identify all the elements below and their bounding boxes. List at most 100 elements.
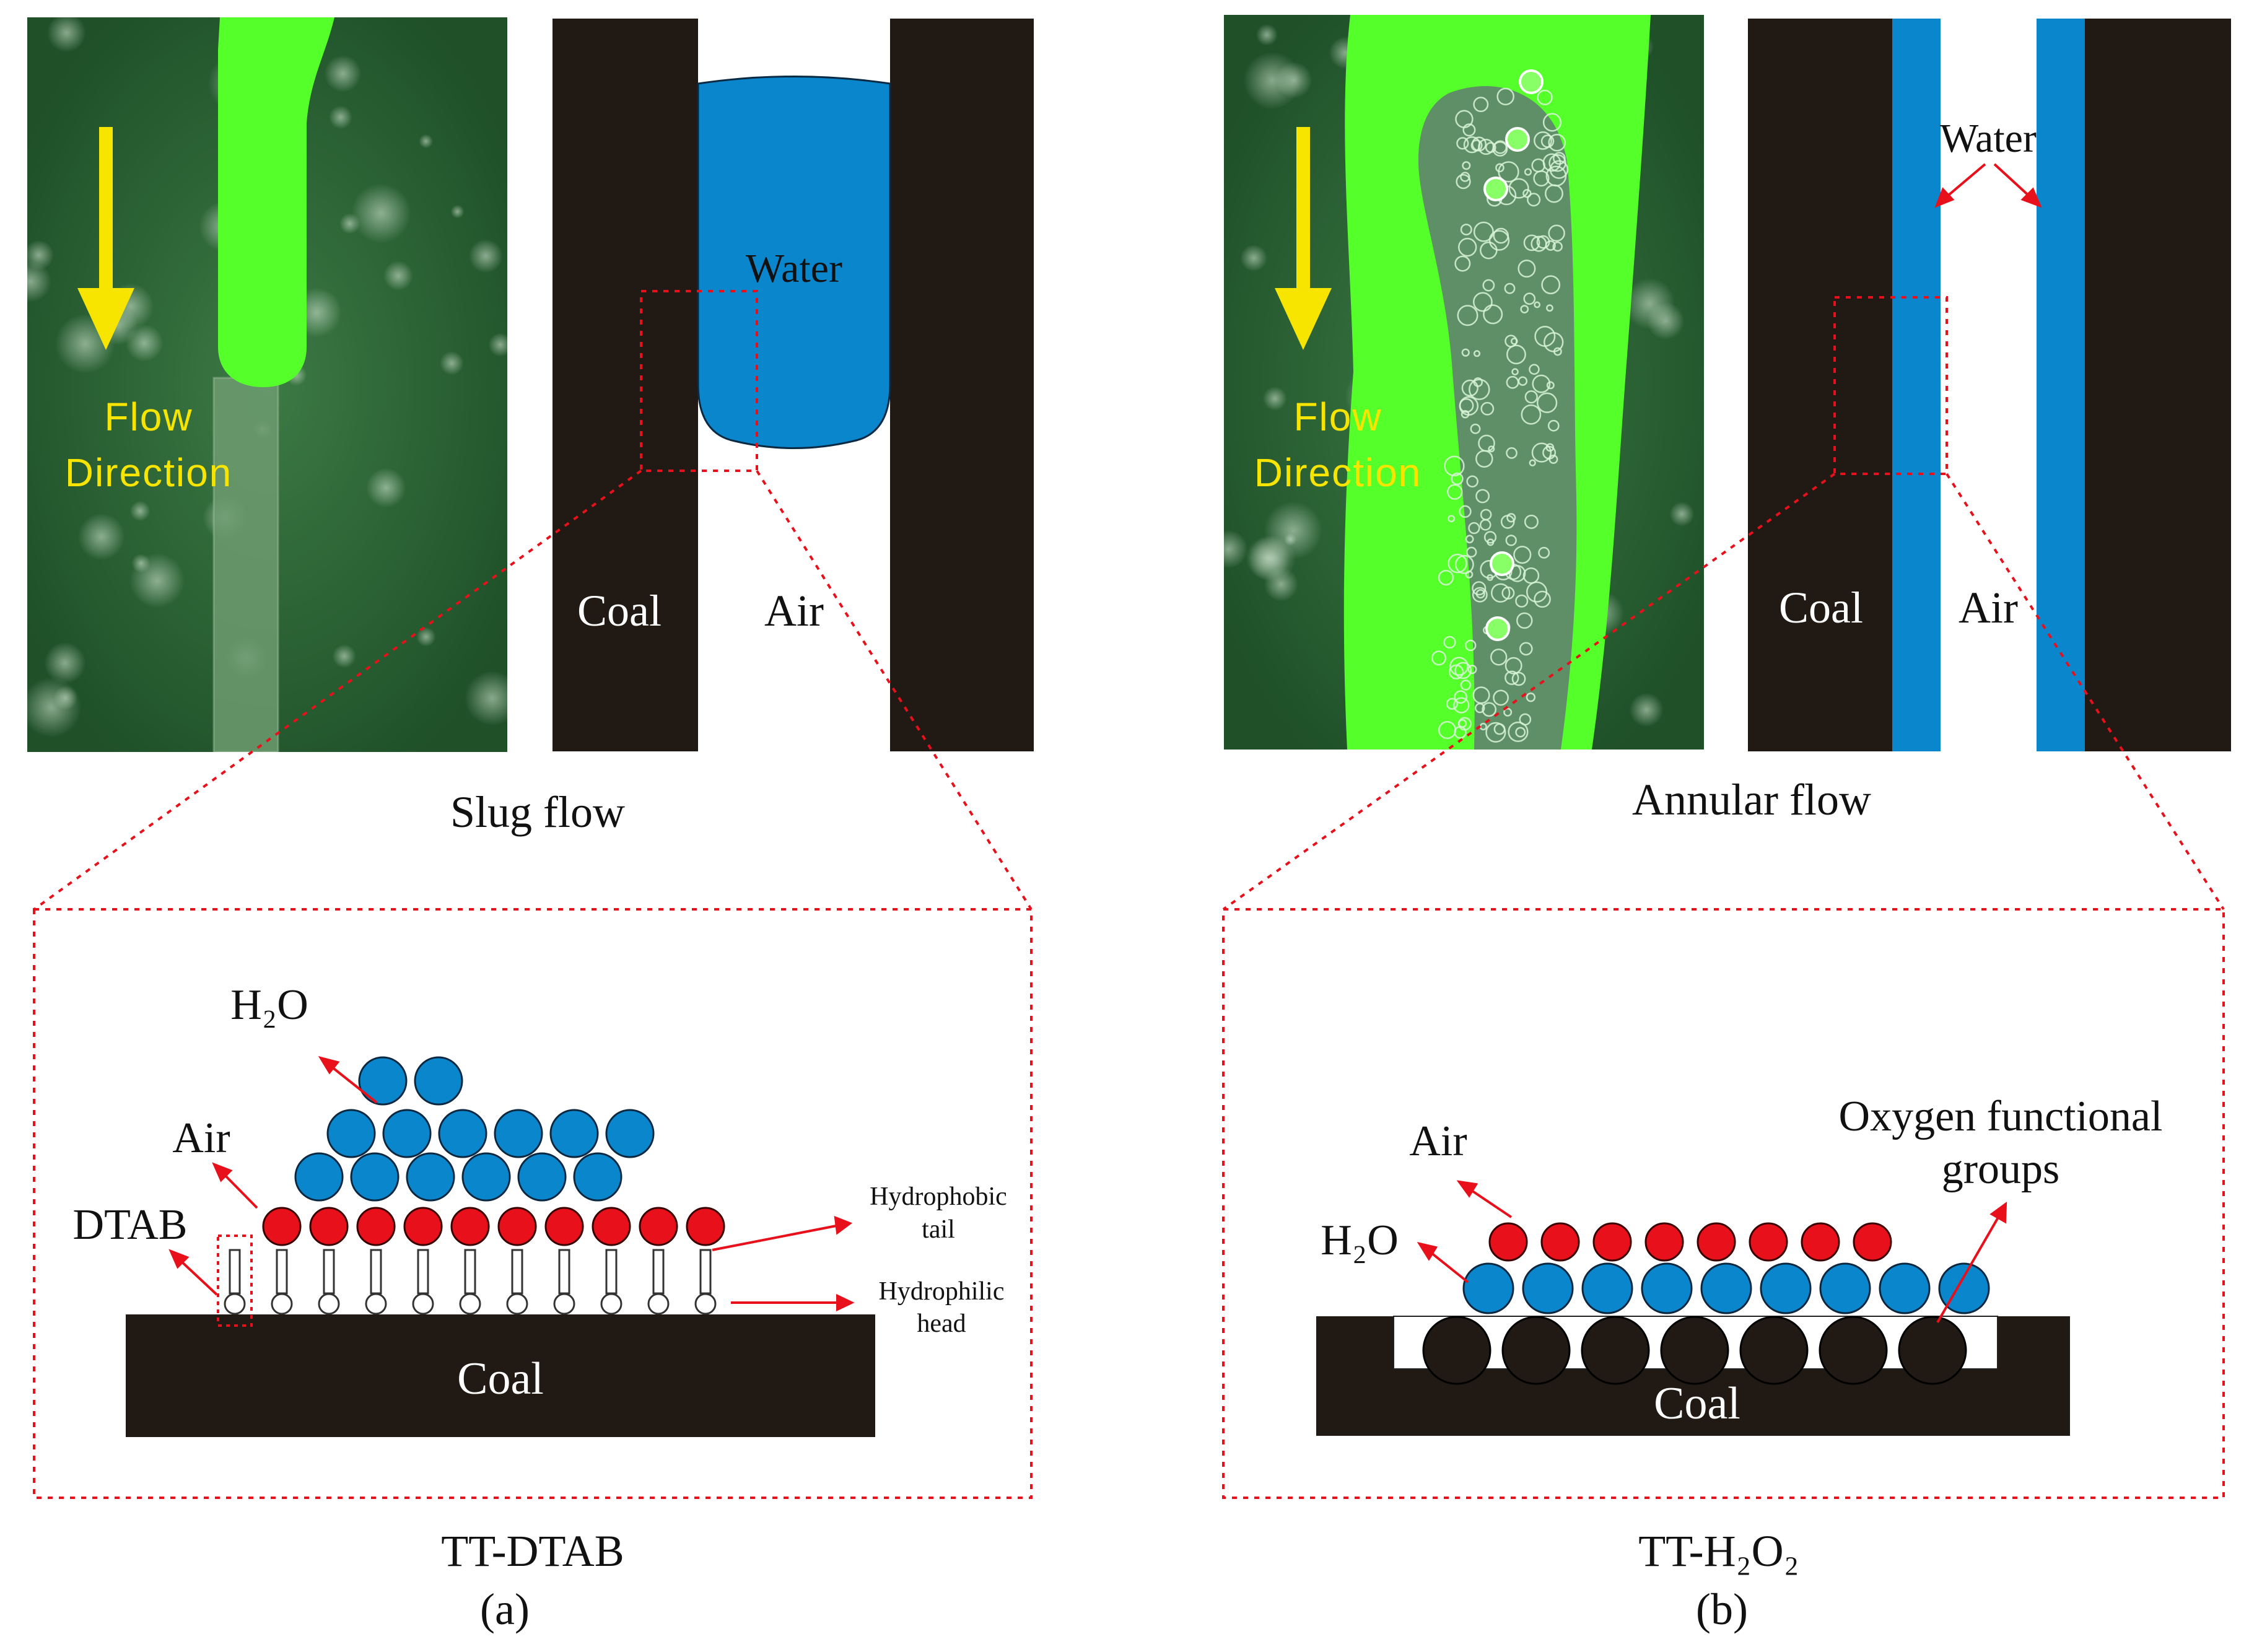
air-molecule: [356, 1207, 396, 1246]
bubble: [1474, 702, 1485, 714]
hydrophilic-label-line2: head: [917, 1309, 966, 1338]
bubble: [1449, 664, 1464, 680]
bubble: [1480, 401, 1495, 416]
bubble: [1510, 338, 1518, 345]
bubble: [1541, 275, 1561, 295]
bubble: [1523, 234, 1540, 251]
texture-spot: [53, 685, 78, 710]
texture-spot: [351, 183, 411, 243]
bubble: [1475, 489, 1490, 504]
water-molecule: [573, 1152, 622, 1202]
bubble: [1475, 450, 1493, 468]
air-molecule: [544, 1207, 584, 1246]
hydrophobic-label-line1: Hydrophobic: [870, 1182, 1007, 1211]
bubble: [1506, 375, 1519, 389]
bubble: [1545, 165, 1567, 187]
water-molecule: [1641, 1262, 1693, 1314]
hydrophobic-tail: [464, 1249, 476, 1295]
bubble: [1493, 689, 1509, 706]
bubble: [1519, 642, 1533, 656]
air-molecule: [403, 1207, 443, 1246]
bubble: [1483, 304, 1503, 325]
water-arrows: [1934, 163, 2042, 208]
bubble: [1446, 484, 1463, 500]
texture-spot: [1264, 567, 1299, 602]
air-molecule: [686, 1207, 725, 1246]
bubble: [1465, 535, 1474, 544]
flow-label-line2: Direction: [65, 450, 233, 495]
bubble: [1534, 590, 1551, 608]
water-molecule: [326, 1109, 376, 1158]
water-molecule: [358, 1056, 408, 1106]
air-molecule: [1801, 1222, 1840, 1262]
slug-flow-caption: Slug flow: [450, 787, 625, 837]
hydrophobic-tail: [605, 1249, 618, 1295]
water-molecule: [517, 1152, 567, 1202]
oxygen-functional-groups: [1422, 1316, 1967, 1385]
water-molecule: [1760, 1262, 1812, 1314]
bubble: [1473, 350, 1481, 357]
hydrophilic-head: [412, 1293, 434, 1315]
zoom-detail-dtab: Coal H₂O Air DTAB Hydrophobic tail Hydro…: [73, 981, 1007, 1437]
texture-spot: [332, 644, 356, 668]
bubble: [1488, 445, 1495, 453]
texture-spot: [1262, 386, 1287, 411]
bubble: [1506, 513, 1516, 523]
bubble: [1547, 419, 1560, 432]
coal-substrate-label: Coal: [457, 1353, 544, 1404]
bubble: [1518, 260, 1536, 278]
air-molecule: [1697, 1222, 1736, 1262]
hydrophobic-tail: [558, 1249, 570, 1295]
bubble: [1542, 113, 1562, 132]
bubble: [1545, 240, 1556, 251]
oxygen-groups-label-line1: Oxygen functional: [1839, 1093, 2163, 1140]
coal-substrate: [126, 1314, 875, 1437]
bubble: [1503, 707, 1513, 717]
schematic-annular-flow: Water Coal Air: [1748, 19, 2231, 751]
bubble: [1548, 133, 1566, 152]
bubble: [1508, 178, 1529, 199]
water-film-left: [1892, 19, 1941, 751]
bubble: [1534, 131, 1552, 150]
flow-label-line1: Flow: [1293, 395, 1382, 439]
oxygen-group: [1739, 1316, 1809, 1385]
water-label: Water: [746, 246, 842, 291]
bubble: [1466, 546, 1477, 558]
oxygen-groups-label-line2: groups: [1942, 1145, 2060, 1193]
bubble: [1549, 160, 1569, 179]
bubble: [1487, 574, 1494, 581]
bubble: [1505, 535, 1517, 546]
texture-spot: [416, 627, 436, 647]
hydrophobic-tail: [417, 1249, 429, 1295]
water-molecule: [1522, 1262, 1574, 1314]
air-molecules: [262, 1207, 725, 1246]
oxygen-group: [1581, 1316, 1650, 1385]
water-molecule: [1462, 1262, 1514, 1314]
bubble: [1521, 404, 1542, 425]
bubble: [1504, 670, 1519, 685]
bubble: [1536, 235, 1550, 249]
bubble: [1538, 546, 1550, 559]
bubble: [1504, 282, 1516, 294]
air-molecule: [1592, 1222, 1632, 1262]
bubble: [1505, 127, 1530, 152]
bubble: [1490, 551, 1514, 576]
air-molecule: [309, 1207, 349, 1246]
panel-b-caption: TT-H₂O₂: [1638, 1526, 1799, 1576]
texture-spot: [465, 670, 507, 726]
texture-spot: [1283, 533, 1297, 546]
zoom-box: [1222, 908, 2225, 1499]
air-molecule-label: Air: [172, 1114, 230, 1162]
coal-substrate-label: Coal: [1654, 1378, 1740, 1429]
air-molecules: [1488, 1222, 1892, 1262]
bubble: [1542, 445, 1557, 460]
texture-spot: [44, 642, 86, 684]
bubble: [1522, 189, 1532, 198]
hydrophilic-head: [600, 1293, 622, 1315]
bubble: [1460, 224, 1472, 236]
bubble: [1454, 690, 1468, 704]
air-molecule: [262, 1207, 302, 1246]
bubble: [1475, 589, 1485, 599]
bubble: [1454, 662, 1472, 680]
